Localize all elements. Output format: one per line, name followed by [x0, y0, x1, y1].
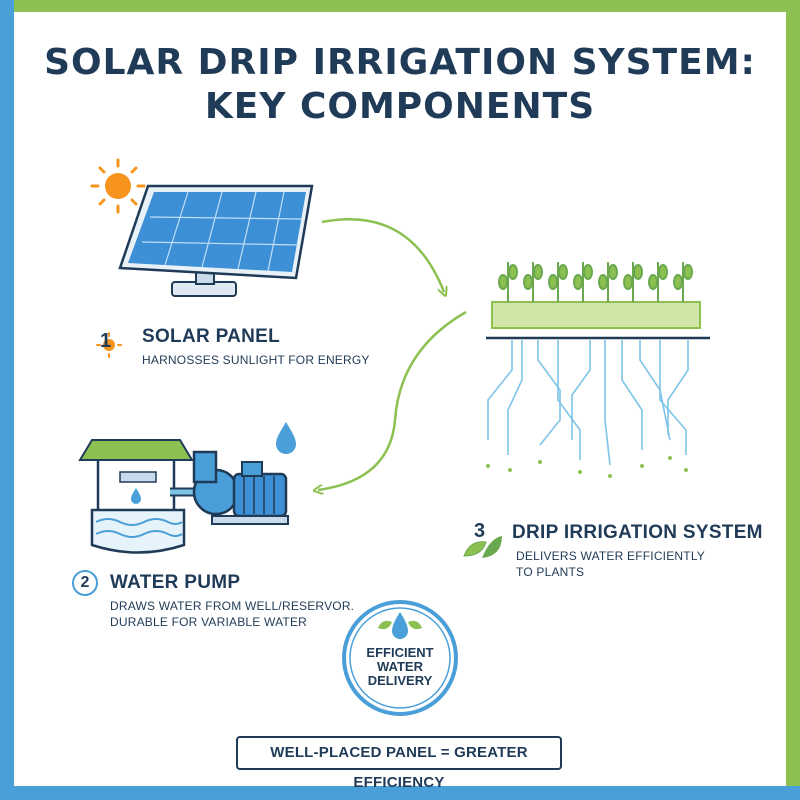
drip-irrigation-illustration	[486, 262, 710, 478]
component-2-number: 2	[72, 570, 98, 596]
water-pump-illustration	[170, 450, 289, 525]
drip-lines	[487, 340, 689, 466]
efficiency-badge	[342, 600, 458, 716]
page-title-line-2: KEY COMPONENTS	[204, 86, 596, 127]
frame-top-border	[0, 0, 800, 12]
component-3-description-line-2: TO PLANTS	[516, 565, 585, 579]
component-1-label: SOLAR PANEL	[142, 326, 281, 347]
component-1-number: 1	[100, 330, 112, 352]
frame-right-border	[786, 0, 800, 800]
component-1-description: HARNOSSES SUNLIGHT FOR ENERGY	[142, 353, 370, 367]
flow-arrow-drip-to-pump	[318, 310, 467, 490]
badge-line-1: EFFICIENT	[366, 645, 434, 660]
well-illustration	[78, 439, 194, 554]
frame-left-border	[0, 0, 14, 800]
footer-note: WELL-PLACED PANEL = GREATER EFFICIENCY	[236, 736, 562, 791]
component-2-description-line-1: DRAWS WATER FROM WELL/RESERVOR.	[110, 599, 355, 613]
drip-points	[486, 456, 688, 478]
sun-icon	[90, 158, 146, 214]
component-3-label: DRIP IRRIGATION SYSTEM	[512, 522, 763, 543]
water-drop-icon	[276, 422, 296, 454]
small-sun-icon	[96, 332, 122, 358]
component-3-number: 3	[474, 520, 486, 542]
page-title-line-1: SOLAR DRIP IRRIGATION SYSTEM:	[44, 42, 756, 83]
solar-panel-illustration	[118, 184, 314, 297]
flow-arrow-panel-to-drip	[321, 217, 444, 292]
leaf-icon	[463, 536, 502, 558]
badge-line-2: WATER	[377, 659, 423, 674]
frame-bottom-border	[0, 786, 800, 800]
component-2-label: WATER PUMP	[110, 572, 241, 593]
component-3-description-line-1: DELIVERS WATER EFFICIENTLY	[516, 549, 706, 563]
badge-line-3: DELIVERY	[367, 673, 433, 688]
plant-row	[498, 262, 693, 302]
component-2-description-line-2: DURABLE FOR VARIABLE WATER	[110, 615, 308, 629]
